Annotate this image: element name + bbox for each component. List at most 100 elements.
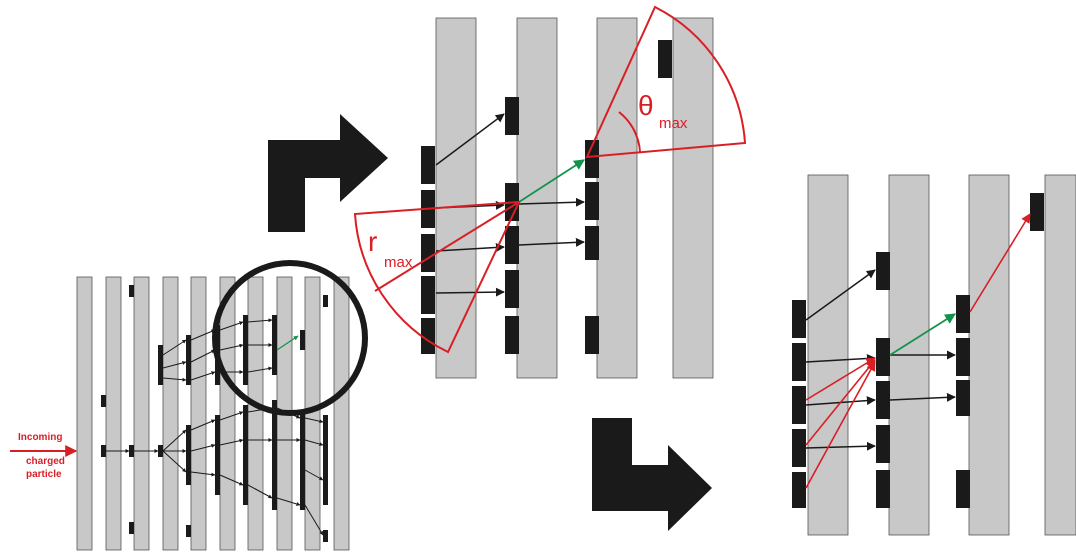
detail-left-panel: r max θ max xyxy=(353,5,747,379)
track-segment xyxy=(162,429,187,452)
detector-plane xyxy=(105,276,122,551)
hit xyxy=(101,445,106,457)
track-segment xyxy=(247,318,273,323)
hit xyxy=(956,380,970,416)
hit xyxy=(876,470,890,508)
highlight-track xyxy=(518,159,585,203)
hit xyxy=(101,395,106,407)
hit xyxy=(186,335,191,385)
track-segment xyxy=(304,469,324,481)
rmax-sub: max xyxy=(384,254,413,271)
hit xyxy=(272,400,277,510)
hit xyxy=(421,234,435,272)
hit xyxy=(129,522,134,534)
hit xyxy=(421,318,435,354)
detail-right-panel xyxy=(792,174,1076,536)
detector-plane xyxy=(247,276,264,551)
hit xyxy=(1030,193,1044,231)
theta-cone xyxy=(585,5,747,159)
hit xyxy=(792,343,806,381)
track-segment xyxy=(889,392,956,402)
track-segment xyxy=(219,411,244,421)
hit xyxy=(792,300,806,338)
overview-panel: Incoming charged particle xyxy=(10,260,368,551)
track-segment xyxy=(190,349,216,363)
hit xyxy=(243,405,248,505)
hit xyxy=(421,276,435,314)
hit xyxy=(876,252,890,290)
big-arrow-down-right xyxy=(592,418,712,531)
track-segment xyxy=(247,366,273,373)
hit xyxy=(186,425,191,485)
track-segment xyxy=(190,443,216,452)
track-segment xyxy=(304,417,324,424)
track-segment xyxy=(162,377,187,382)
track-segment xyxy=(247,484,273,499)
track-segment xyxy=(304,439,324,446)
detector-plane xyxy=(596,17,638,379)
hit xyxy=(186,525,191,537)
incoming-label-line3: particle xyxy=(26,469,62,480)
hit xyxy=(658,40,672,78)
hit xyxy=(421,146,435,184)
hit xyxy=(323,530,328,542)
hit xyxy=(505,316,519,354)
track-segment xyxy=(518,197,585,207)
hit xyxy=(215,415,220,495)
hit xyxy=(792,429,806,467)
highlight-track xyxy=(889,313,956,356)
detector-plane xyxy=(1044,174,1076,536)
hit xyxy=(956,338,970,376)
track-segment xyxy=(304,504,324,536)
detector-plane xyxy=(516,17,558,379)
hit xyxy=(876,381,890,419)
detector-plane xyxy=(333,276,350,551)
hit xyxy=(956,470,970,508)
hit xyxy=(323,295,328,307)
hit xyxy=(585,316,599,354)
detector-plane xyxy=(219,276,236,551)
detector-plane xyxy=(672,17,714,379)
detail-right-hits xyxy=(792,193,1044,508)
track-segment xyxy=(162,450,187,473)
detector-plane xyxy=(435,17,477,379)
detector-plane xyxy=(162,276,179,551)
hit xyxy=(505,226,519,264)
hit xyxy=(585,226,599,260)
hit xyxy=(243,315,248,385)
track-segment xyxy=(190,471,216,477)
track-segment xyxy=(219,343,244,351)
hit xyxy=(505,97,519,135)
hit xyxy=(585,182,599,220)
track-segment xyxy=(805,269,876,321)
hit xyxy=(158,445,163,457)
hit xyxy=(272,315,277,375)
hit xyxy=(129,285,134,297)
track-segment xyxy=(435,287,505,297)
hit xyxy=(585,140,599,178)
candidate-track xyxy=(805,361,876,489)
incoming-particle-label: Incoming charged particle xyxy=(10,432,78,480)
track-segment xyxy=(162,360,187,369)
incoming-label-line1: Incoming xyxy=(18,432,62,443)
detector-plane xyxy=(190,276,207,551)
detector-plane xyxy=(76,276,93,551)
big-arrow-up-right xyxy=(268,114,388,232)
rmax-cone xyxy=(353,200,521,354)
hit xyxy=(876,425,890,463)
track-segment xyxy=(805,441,876,451)
hit xyxy=(129,445,134,457)
track-segment xyxy=(518,237,585,247)
hit xyxy=(300,410,305,510)
hit xyxy=(505,270,519,308)
track-segment xyxy=(805,353,876,363)
hit xyxy=(876,338,890,376)
hit xyxy=(300,330,305,350)
candidate-track xyxy=(805,357,876,401)
overview-tracks xyxy=(106,318,324,536)
track-segment xyxy=(190,329,216,341)
zoom-circle xyxy=(212,260,368,416)
track-segment xyxy=(276,497,301,506)
candidate-track xyxy=(805,359,876,446)
theta-symbol: θ xyxy=(638,90,654,121)
